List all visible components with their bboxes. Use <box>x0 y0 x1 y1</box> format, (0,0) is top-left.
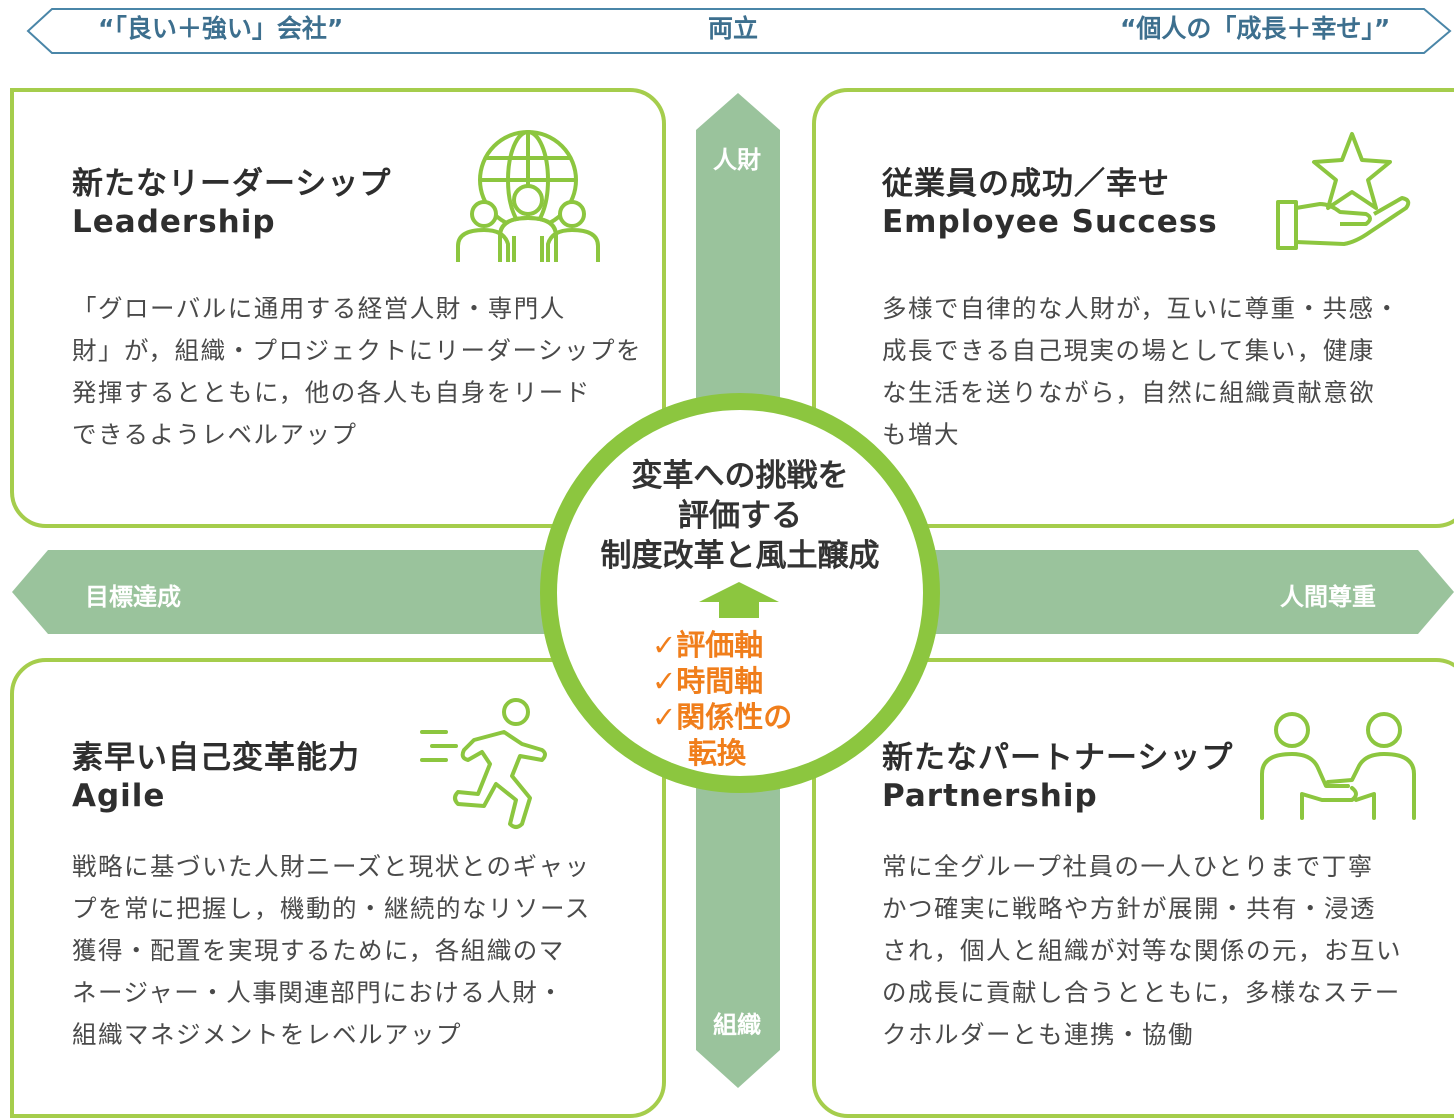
globe-people-icon <box>456 130 600 262</box>
axis-label-right: 人間尊重 <box>1280 583 1376 611</box>
employee-success-body: 多様で自律的な人財が，互いに尊重・共感・ 成長できる自己現実の場として集い，健康… <box>882 294 1401 449</box>
center-line-2: 評価する <box>678 498 802 534</box>
check-item-time: ✓時間軸 <box>652 664 764 698</box>
agile-title: 素早い自己変革能力 <box>72 740 360 776</box>
center-line-3: 制度改革と風土醸成 <box>600 538 880 574</box>
partnership-body: 常に全グループ社員の一人ひとりまで丁寧 かつ確実に戦略や方針が展開・共有・浸透 … <box>882 852 1402 1049</box>
axis-label-left: 目標達成 <box>85 583 181 611</box>
card-partnership <box>812 658 1454 1118</box>
check-item-relationship: ✓関係性の <box>652 700 793 734</box>
agile-title-en: Agile <box>72 778 166 814</box>
axis-label-bottom: 組織 <box>713 1011 761 1039</box>
partnership-title-en: Partnership <box>882 778 1098 814</box>
card-agile <box>10 658 666 1118</box>
partnership-title: 新たなパートナーシップ <box>882 740 1234 776</box>
banner-right-label: “個人の「成長＋幸せ」” <box>1120 14 1391 43</box>
leadership-body: 「グローバルに通用する経営人財・専門人 財」が，組織・プロジェクトにリーダーシッ… <box>72 294 643 449</box>
axis-label-top: 人財 <box>713 146 761 174</box>
banner-left-label: “「良い＋強い」会社” <box>98 14 344 43</box>
check-item-relationship-cont: 転換 <box>688 736 747 770</box>
running-person-icon <box>420 698 547 829</box>
leadership-title-en: Leadership <box>72 204 276 240</box>
employee-success-title: 従業員の成功／幸せ <box>882 166 1170 202</box>
center-line-1: 変革への挑戦を <box>631 458 849 494</box>
check-item-evaluation: ✓評価軸 <box>652 628 764 662</box>
handshake-people-icon <box>1260 712 1416 820</box>
card-employee-success <box>812 88 1454 528</box>
banner-arrow <box>26 8 1452 54</box>
agile-body: 戦略に基づいた人財ニーズと現状とのギャッ プを常に把握し，機動的・継続的なリソー… <box>72 852 591 1049</box>
employee-success-title-en: Employee Success <box>882 204 1218 240</box>
hand-star-icon <box>1276 132 1411 250</box>
banner-center-label: 両立 <box>708 14 759 43</box>
card-leadership <box>10 88 666 528</box>
leadership-title: 新たなリーダーシップ <box>72 166 392 202</box>
up-arrow-icon <box>699 582 779 618</box>
